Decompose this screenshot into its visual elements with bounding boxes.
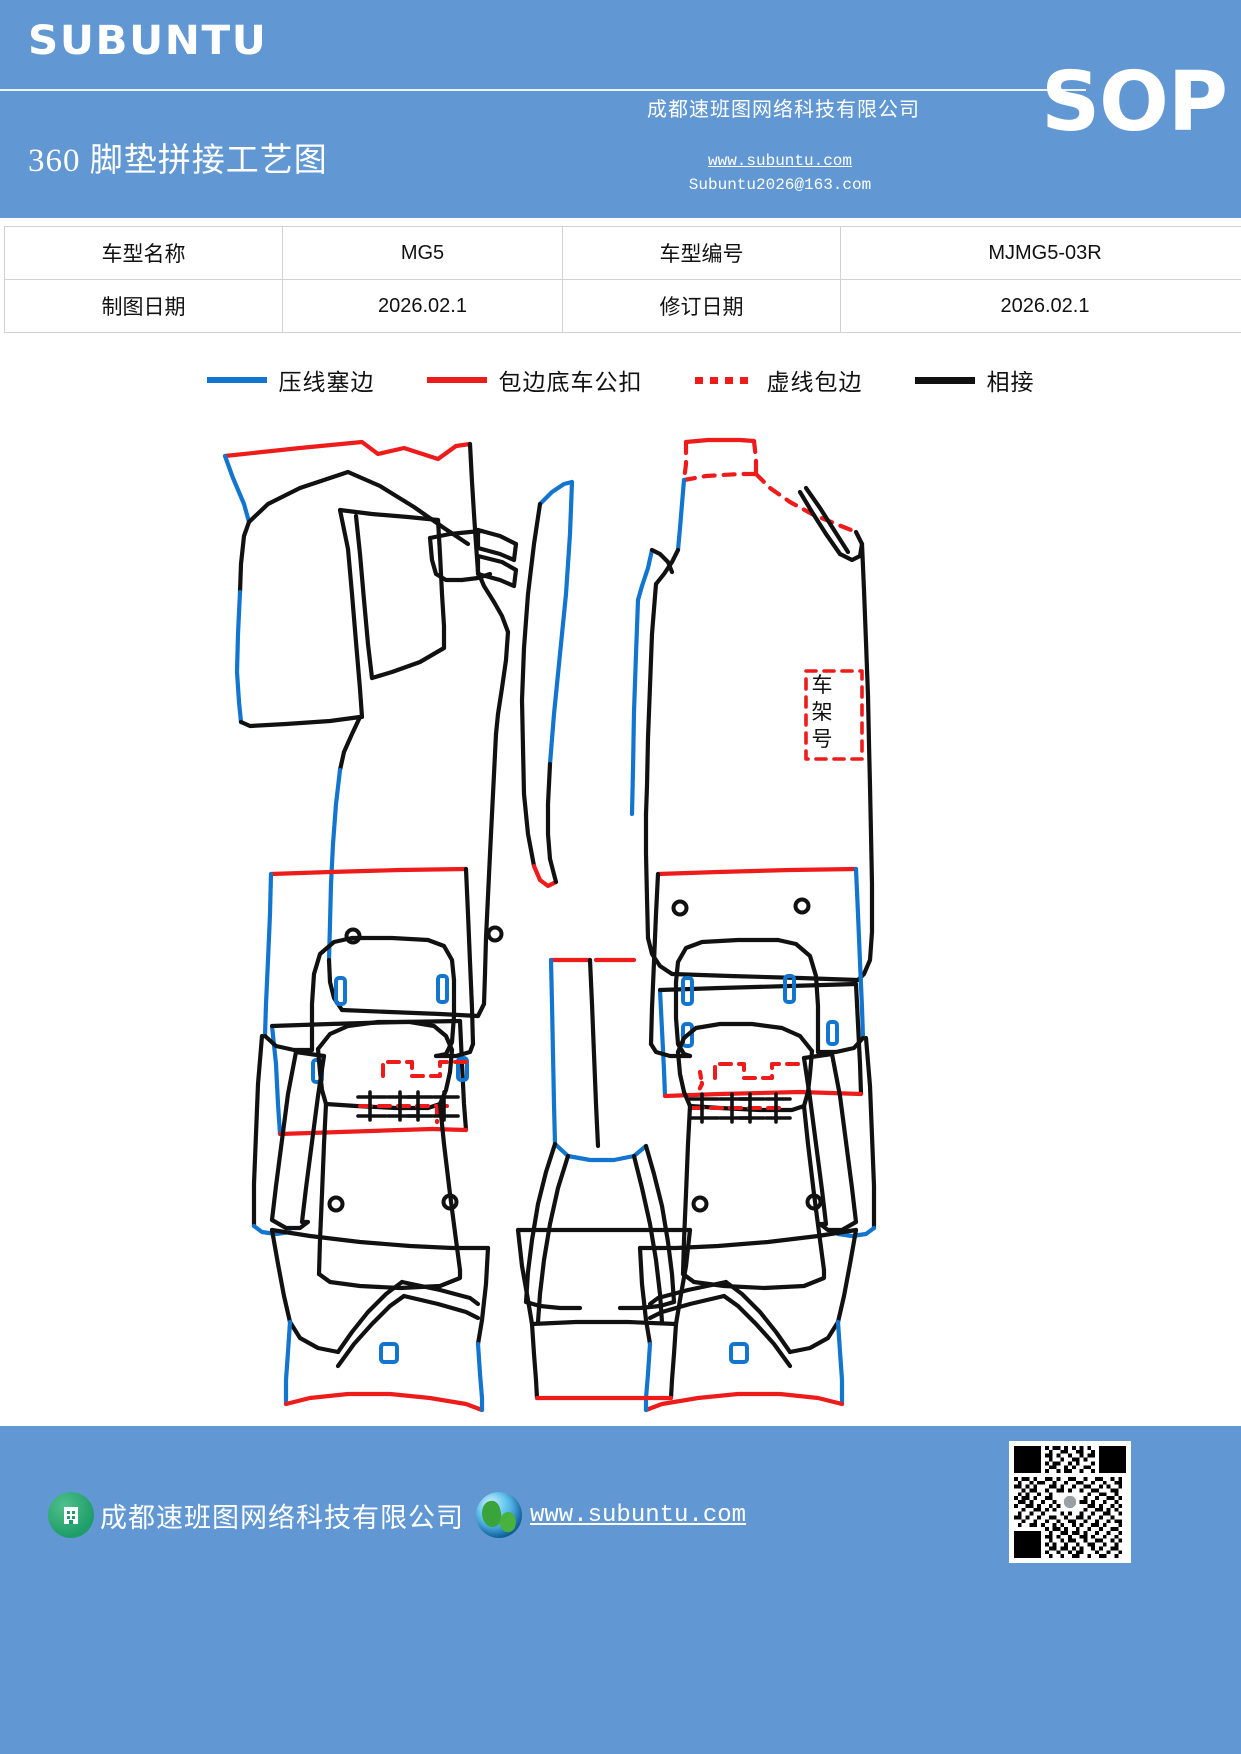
legend-item-dashed-edge: 虚线包边 [694,363,863,397]
model-name-value: MG5 [282,226,563,280]
floor-mat-technical-drawing: 车架号 [0,404,1241,1426]
legend: 压线塞边 包边底车公扣 虚线包边 相接 [0,356,1241,404]
legend-label: 虚线包边 [766,370,863,395]
page-header: SUBUNTU 成都速班图网络科技有限公司 360 脚垫拼接工艺图 SOP ww… [0,0,1241,218]
document-type-badge: SOP [1041,55,1228,150]
header-divider [0,89,1086,91]
legend-item-bottom-buckle: 包边底车公扣 [426,363,643,397]
legend-swatch-blue-line-icon [206,377,267,383]
legend-label: 压线塞边 [278,370,375,395]
qr-code[interactable] [1009,1441,1131,1563]
vehicle-info-table: 车型名称 MG5 车型编号 MJMG5-03R 制图日期 2026.02.1 修… [4,226,1241,333]
legend-item-joint: 相接 [914,363,1035,397]
legend-label: 相接 [986,370,1035,395]
legend-item-press-edge: 压线塞边 [206,363,375,397]
table-row: 车型名称 MG5 车型编号 MJMG5-03R [4,226,1241,280]
legend-swatch-red-line-icon [426,377,487,383]
draw-date-value: 2026.02.1 [282,279,563,333]
footer-company-name: 成都速班图网络科技有限公司 [100,1502,464,1533]
legend-label: 包边底车公扣 [498,370,643,395]
footer-company: 成都速班图网络科技有限公司 [48,1492,464,1538]
draw-date-label: 制图日期 [4,279,283,333]
brand-logo: SUBUNTU [28,18,268,64]
model-code-label: 车型编号 [562,226,841,280]
legend-swatch-red-dotted-line-icon [694,376,755,384]
header-company-name: 成都速班图网络科技有限公司 [647,99,920,121]
page-title: 360 脚垫拼接工艺图 [28,143,328,179]
legend-swatch-black-line-icon [914,376,975,384]
header-website-link[interactable]: www.subuntu.com [707,152,853,170]
footer-site: www.subuntu.com [476,1492,746,1538]
model-name-label: 车型名称 [4,226,283,280]
revision-date-label: 修订日期 [562,279,841,333]
model-code-value: MJMG5-03R [840,226,1241,280]
header-email: Subuntu2026@163.com [688,176,872,194]
vin-annotation-label: 车架号 [811,673,833,751]
globe-icon [476,1492,522,1538]
table-row: 制图日期 2026.02.1 修订日期 2026.02.1 [4,279,1241,333]
building-icon [48,1492,94,1538]
revision-date-value: 2026.02.1 [840,279,1241,333]
footer-website-link[interactable]: www.subuntu.com [530,1501,747,1529]
